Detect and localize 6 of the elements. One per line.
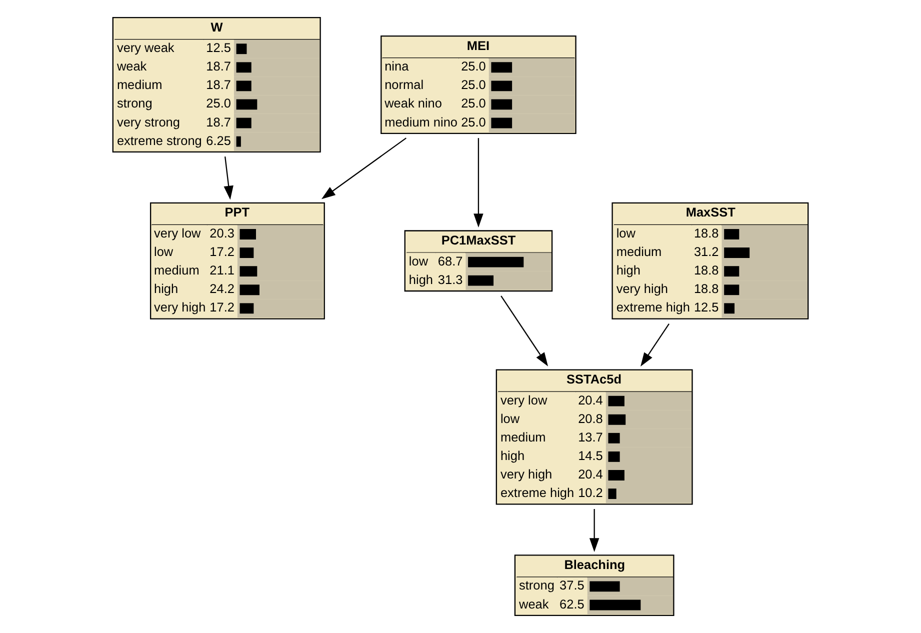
arrow <box>500 296 548 366</box>
arrow <box>474 138 484 228</box>
arrow <box>640 323 670 367</box>
arrow <box>224 156 234 200</box>
arrow <box>589 509 600 552</box>
arrow <box>321 138 406 200</box>
